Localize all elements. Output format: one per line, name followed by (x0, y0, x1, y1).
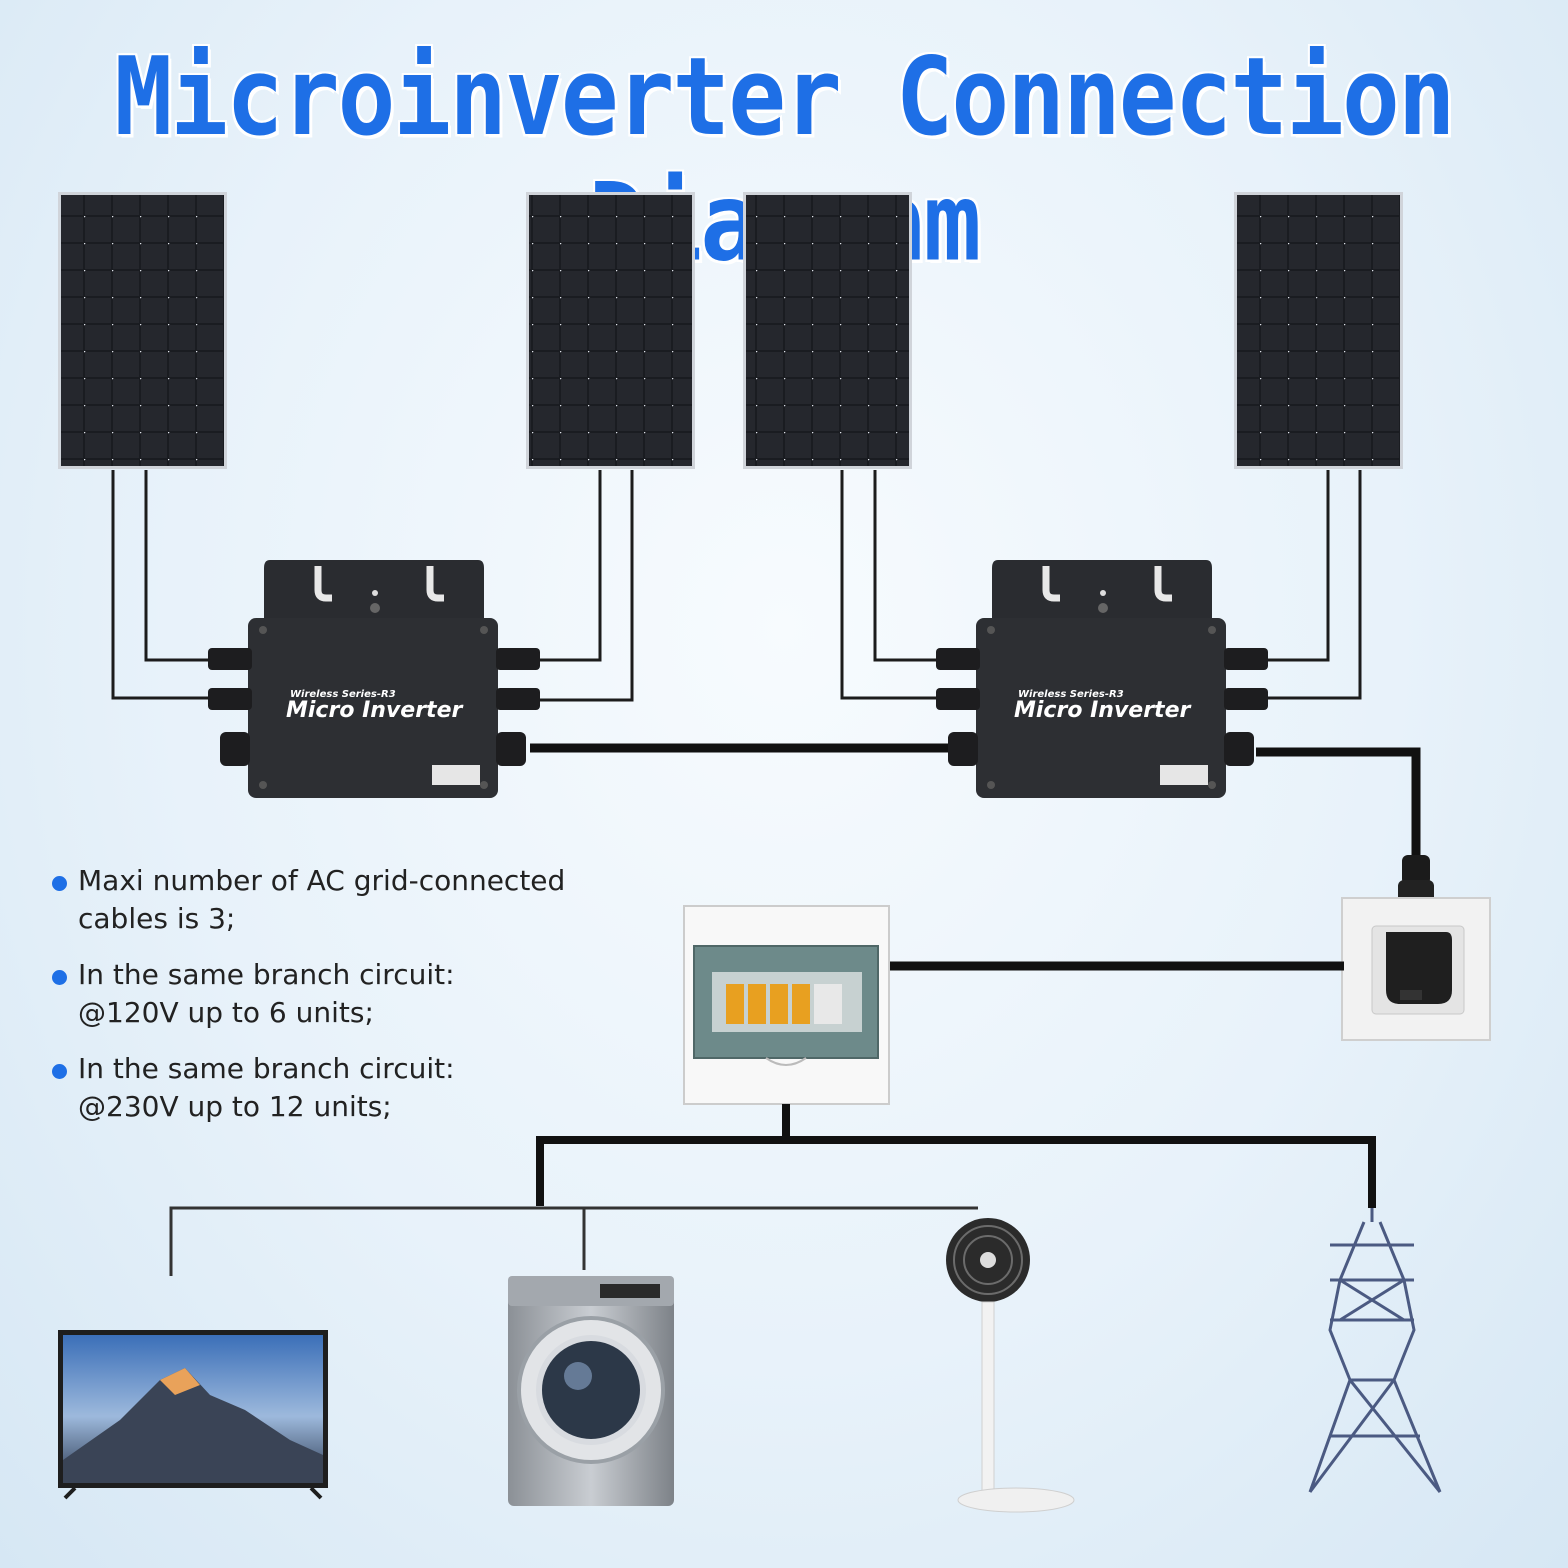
wall-socket-icon (1341, 897, 1491, 1041)
distribution-cables (536, 1104, 1376, 1208)
inverter-name-label: Micro Inverter (286, 698, 463, 723)
inverter-series-label: Wireless Series-R3 (1018, 689, 1124, 700)
note-line: cables is 3; (78, 902, 236, 935)
dc-wires (111, 470, 1362, 702)
appliance-cables (169, 1206, 978, 1276)
power-tower-icon (1308, 1208, 1442, 1493)
note-line: In the same branch circuit: (78, 1052, 455, 1085)
bullet-icon (52, 876, 67, 891)
inverter-series-label: Wireless Series-R3 (290, 689, 396, 700)
micro-inverter-icon: Wireless Series-R3 Micro Inverter (936, 560, 1268, 798)
note-line: In the same branch circuit: (78, 958, 455, 991)
fan-icon (946, 1218, 1075, 1513)
micro-inverter-icon: Wireless Series-R3 Micro Inverter (208, 560, 540, 798)
solar-panel-icon (526, 192, 695, 469)
inverter-name-label: Micro Inverter (1014, 698, 1191, 723)
solar-panel-icon (743, 192, 912, 469)
bullet-icon (52, 970, 67, 985)
bullet-icon (52, 1064, 67, 1079)
washing-machine-icon (508, 1276, 674, 1506)
note-line: @230V up to 12 units; (78, 1090, 392, 1123)
solar-panel-icon (58, 192, 227, 469)
tv-icon (58, 1330, 328, 1500)
note-line: Maxi number of AC grid-connected (78, 864, 566, 897)
note-item: In the same branch circuit: @120V up to … (50, 956, 650, 1032)
note-line: @120V up to 6 units; (78, 996, 374, 1029)
notes-list: Maxi number of AC grid-connected cables … (50, 862, 650, 1144)
note-item: In the same branch circuit: @230V up to … (50, 1050, 650, 1126)
solar-panel-icon (1234, 192, 1403, 469)
ac-trunk-cable (530, 743, 1421, 862)
note-item: Maxi number of AC grid-connected cables … (50, 862, 650, 938)
breaker-box-icon (683, 905, 890, 1105)
